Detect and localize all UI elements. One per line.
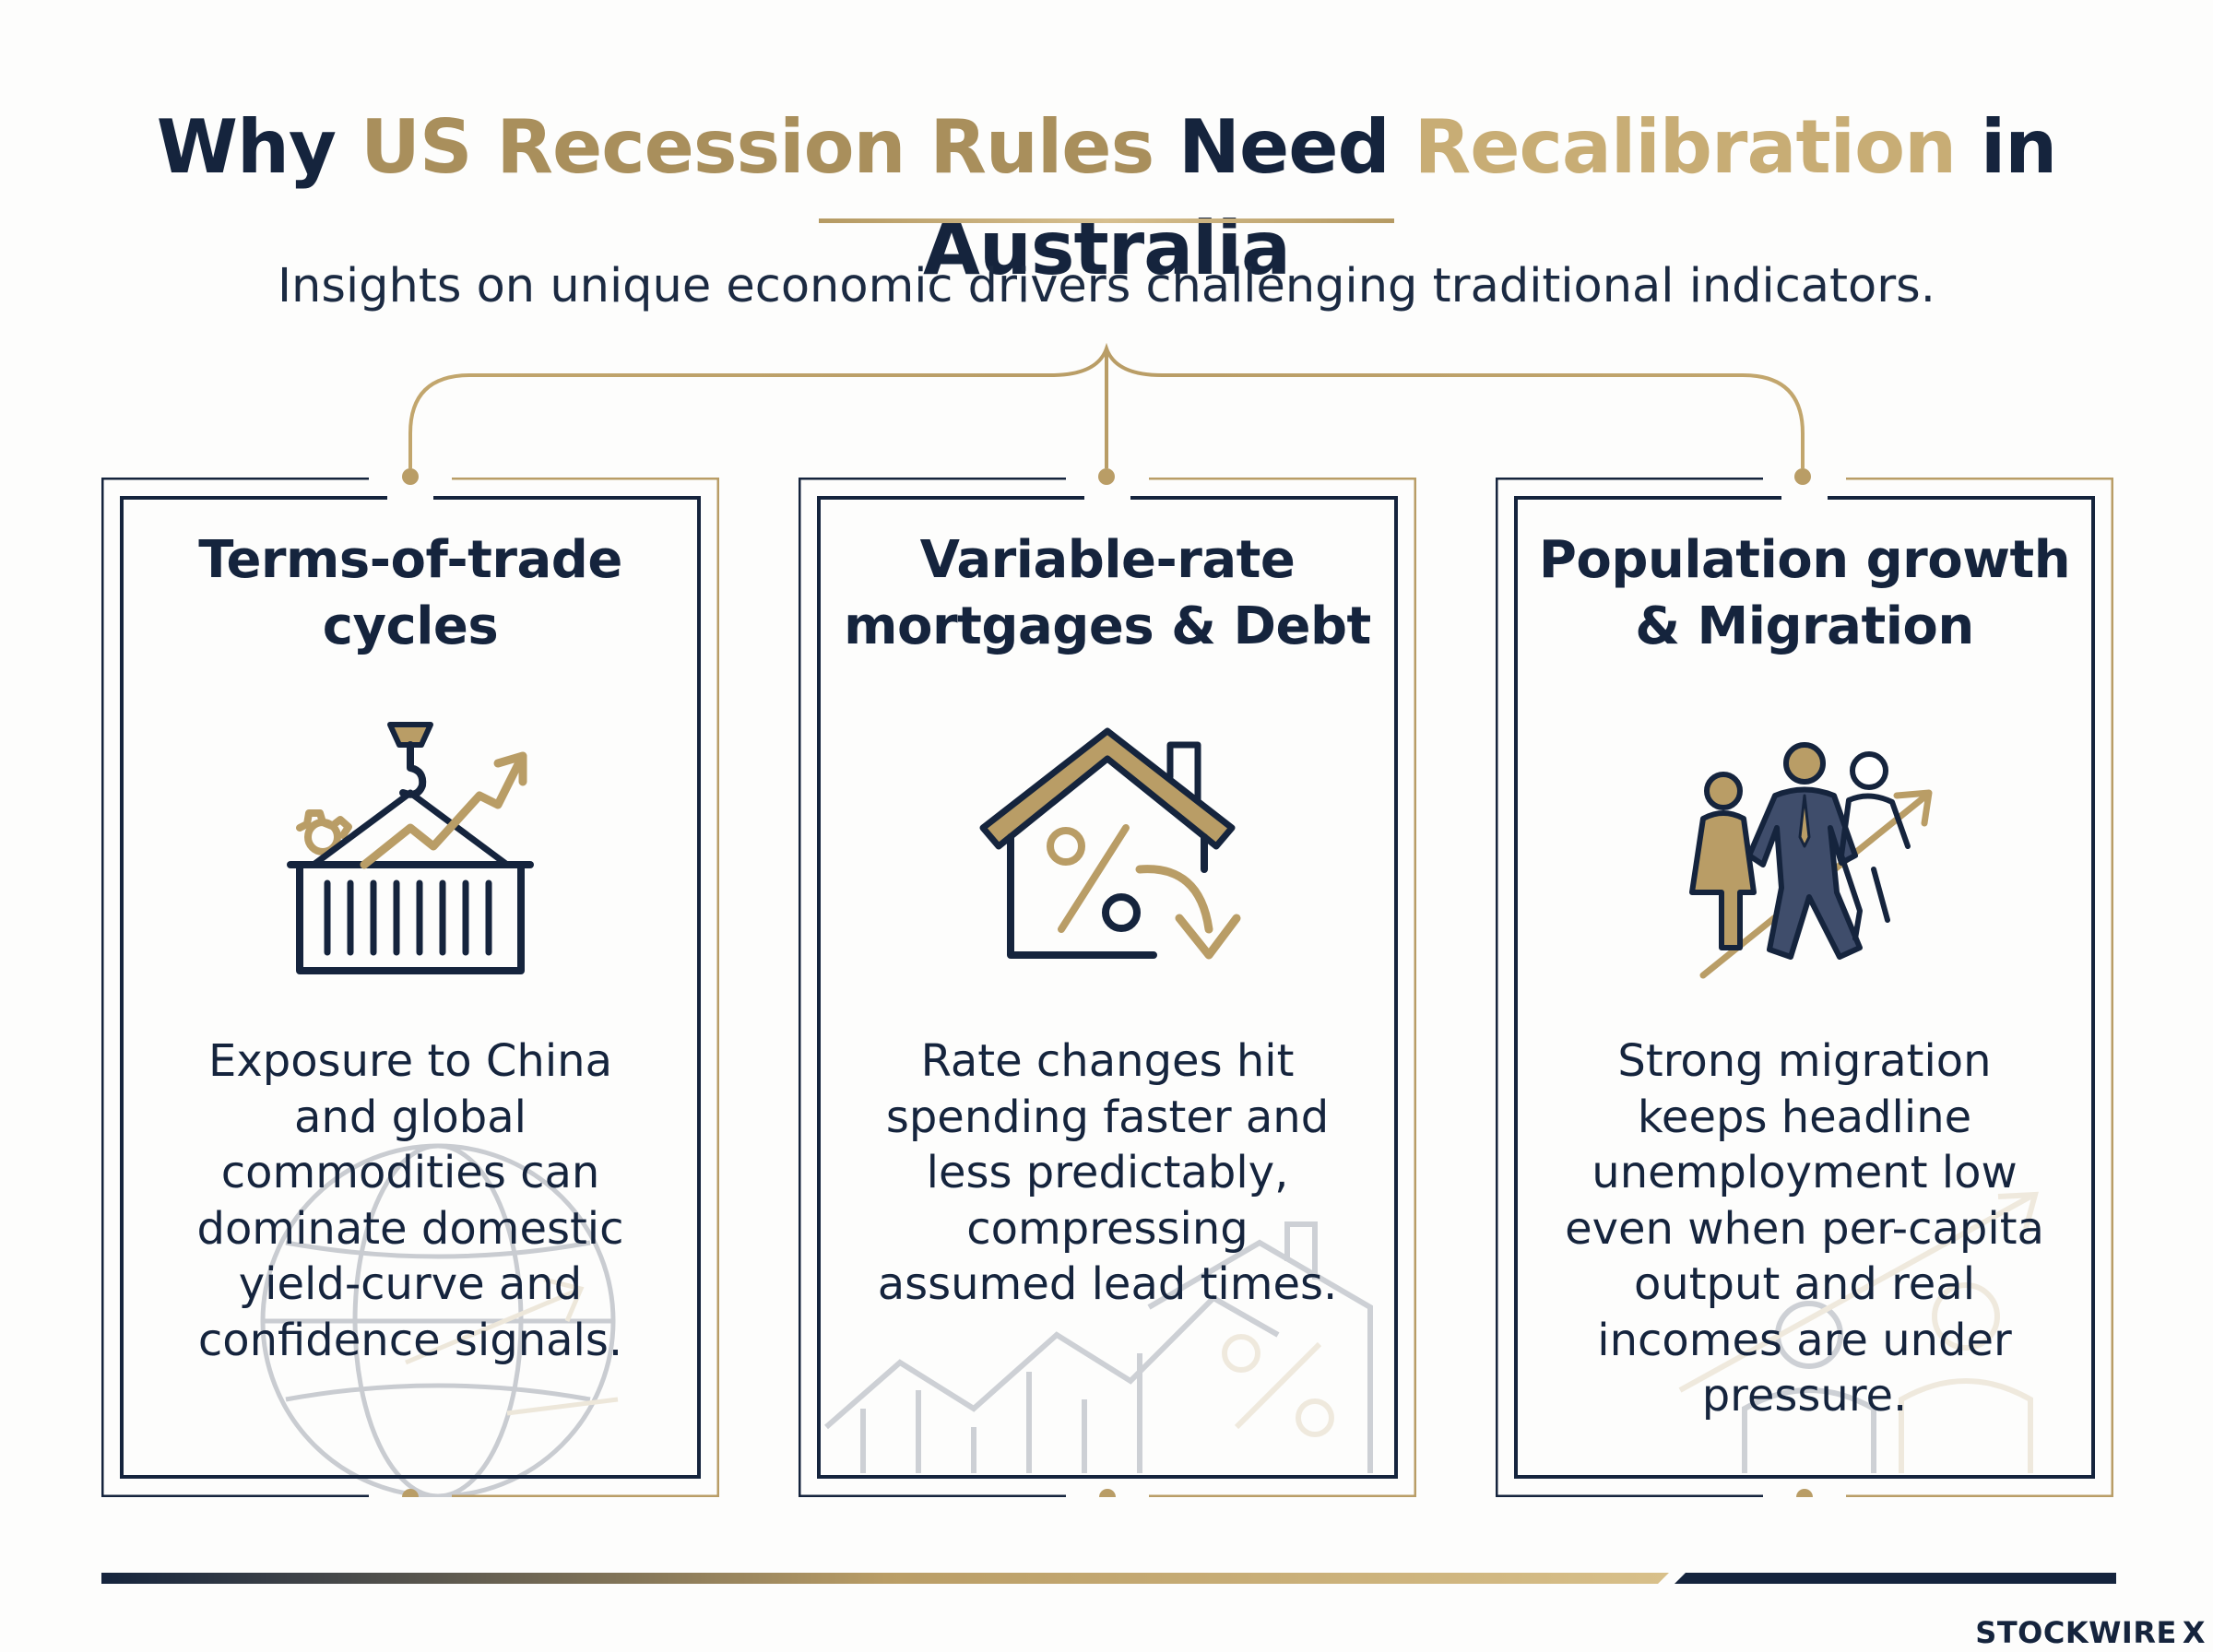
body-line: and global xyxy=(294,1091,527,1143)
body-line: incomes are under xyxy=(1597,1314,2012,1366)
body-line: Rate changes hit xyxy=(920,1035,1295,1087)
card-title: Variable-rate mortgages & Debt xyxy=(835,527,1379,660)
body-line: Strong migration xyxy=(1617,1035,1992,1087)
brand-mark-icon: X xyxy=(2182,1615,2206,1650)
title-part-1: Why xyxy=(156,104,361,190)
card-frame xyxy=(1496,478,2113,1497)
body-line: dominate domestic xyxy=(196,1202,624,1255)
card-frame xyxy=(101,478,719,1497)
card-title-line: Terms-of-trade xyxy=(198,530,622,590)
card-body: Rate changes hit spending faster and les… xyxy=(835,1033,1379,1313)
shipping-container-crane-trend-icon xyxy=(287,722,534,974)
house-percent-down-arrow-icon xyxy=(979,727,1241,960)
globe-watermark-icon xyxy=(260,1143,619,1497)
body-line: keeps headline xyxy=(1637,1091,1972,1143)
card-body: Exposure to China and global commodities… xyxy=(138,1033,682,1368)
card-title-line: Population growth xyxy=(1538,530,2071,590)
title-part-2: US Recession Rules xyxy=(360,104,1154,190)
card-frame xyxy=(799,478,1416,1497)
page-subtitle: Insights on unique economic drivers chal… xyxy=(278,259,1935,313)
page-title: Why US Recession Rules Need Recalibratio… xyxy=(0,97,2213,300)
people-watermark-icon xyxy=(1678,1191,2039,1473)
title-divider xyxy=(819,218,1394,223)
connector-lines xyxy=(402,342,1811,485)
bottom-divider-bar xyxy=(101,1573,2116,1584)
body-line: yield-curve and xyxy=(238,1258,583,1310)
card-title: Population growth & Migration xyxy=(1533,527,2077,660)
body-line: compressing xyxy=(966,1202,1249,1255)
body-line: even when per-capita xyxy=(1565,1202,2044,1255)
body-line: Exposure to China xyxy=(207,1035,613,1087)
card-body: Strong migration keeps headline unemploy… xyxy=(1533,1033,2077,1424)
card-title-line: Variable-rate xyxy=(919,530,1296,590)
card-title-line: cycles xyxy=(322,596,499,656)
title-part-4: Recalibration xyxy=(1414,104,1957,190)
card-variable-rate-mortgages: Variable-rate mortgages & Debt Rate chan… xyxy=(799,478,1416,1497)
body-line: output and real xyxy=(1633,1258,1976,1310)
body-line: spending faster and xyxy=(885,1091,1330,1143)
body-line: commodities can xyxy=(220,1147,600,1198)
card-population-growth: Population growth & Migration Strong mig… xyxy=(1496,478,2113,1497)
card-title: Terms-of-trade cycles xyxy=(138,527,682,660)
card-title-line: mortgages & Debt xyxy=(844,596,1371,656)
brand-name: STOCKWIRE xyxy=(1975,1615,2177,1650)
body-line: assumed lead times. xyxy=(877,1258,1338,1310)
body-line: unemployment low xyxy=(1592,1147,2018,1198)
card-terms-of-trade: Terms-of-trade cycles Exposure to China … xyxy=(101,478,719,1497)
people-growth-arrow-icon xyxy=(1689,742,1933,979)
chart-house-watermark-icon xyxy=(824,1221,1373,1473)
body-line: confidence signals. xyxy=(197,1314,623,1366)
body-line: less predictably, xyxy=(926,1147,1289,1198)
card-title-line: & Migration xyxy=(1635,596,1974,656)
body-line: pressure. xyxy=(1701,1370,1908,1422)
title-part-3: Need xyxy=(1154,104,1414,190)
